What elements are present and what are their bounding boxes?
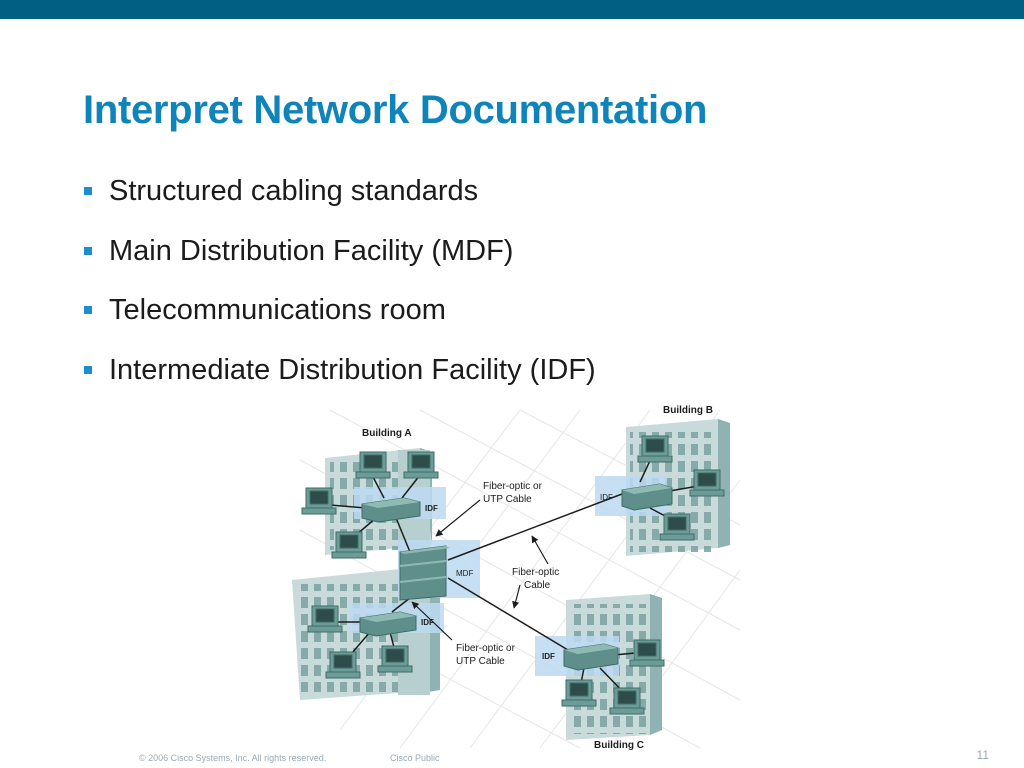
computers [301,435,725,715]
idf-label: IDF [600,493,613,502]
cable-annotation-line1: Fiber-optic or [456,643,516,654]
computer-icon [377,645,413,673]
header-bar [0,0,1024,19]
computer-icon [561,679,597,707]
bullet-marker-icon [84,187,92,195]
fiber-annotation-line1: Fiber-optic [512,567,559,578]
mdf-switch-stack-icon [399,545,450,601]
cables [326,449,705,698]
computer-icon [629,639,665,667]
idf-label: IDF [425,504,438,513]
computer-icon [325,651,361,679]
computer-icon [689,469,725,497]
switch-icon [361,497,421,523]
bullet-text: Structured cabling standards [109,175,479,207]
cable-annotation-line1: Fiber-optic or [483,481,543,492]
cable-annotation-line2: UTP Cable [456,656,505,667]
computer-icon [637,435,673,463]
bullet-text: Intermediate Distribution Facility (IDF) [109,353,596,386]
computer-icon [331,531,367,559]
switch-icon [359,611,417,637]
bullet-marker-icon [84,365,92,374]
computer-icon [307,605,343,633]
page-number: 11 [976,748,989,762]
computer-icon [301,487,337,515]
fiber-annotation-line2: Cable [524,580,551,591]
footer-copyright: © 2006 Cisco Systems, Inc. All rights re… [139,753,327,763]
building-a-label: Building A [362,428,412,439]
idf-label: IDF [542,652,555,661]
building-b-label: Building B [663,405,713,416]
slide-title: Interpret Network Documentation [83,88,708,132]
switch-icon [621,483,673,511]
bullet-text: Main Distribution Facility (MDF) [109,234,514,267]
annotation-arrows [411,499,549,641]
bullet-item: Structured cabling standards [83,175,596,235]
building-c-label: Building C [594,740,644,751]
cable-annotation-line2: UTP Cable [483,494,532,505]
bullet-text: Telecommunications room [109,294,446,326]
bullet-marker-icon [84,246,92,255]
idf-label: IDF [421,618,434,627]
network-diagram: Building A Building B Building C IDF MDF… [292,405,741,751]
computer-icon [659,513,695,541]
mdf-label: MDF [456,569,473,578]
computer-icon [355,451,391,479]
bullet-item: Intermediate Distribution Facility (IDF) [83,354,596,414]
bullet-marker-icon [84,306,92,314]
switch-icon [563,643,619,671]
bullet-item: Telecommunications room [83,294,596,354]
bullet-list: Structured cabling standards Main Distri… [83,175,596,413]
footer-classification: Cisco Public [390,753,440,763]
bullet-item: Main Distribution Facility (MDF) [83,235,596,295]
computer-icon [403,451,439,479]
computer-icon [609,687,645,715]
